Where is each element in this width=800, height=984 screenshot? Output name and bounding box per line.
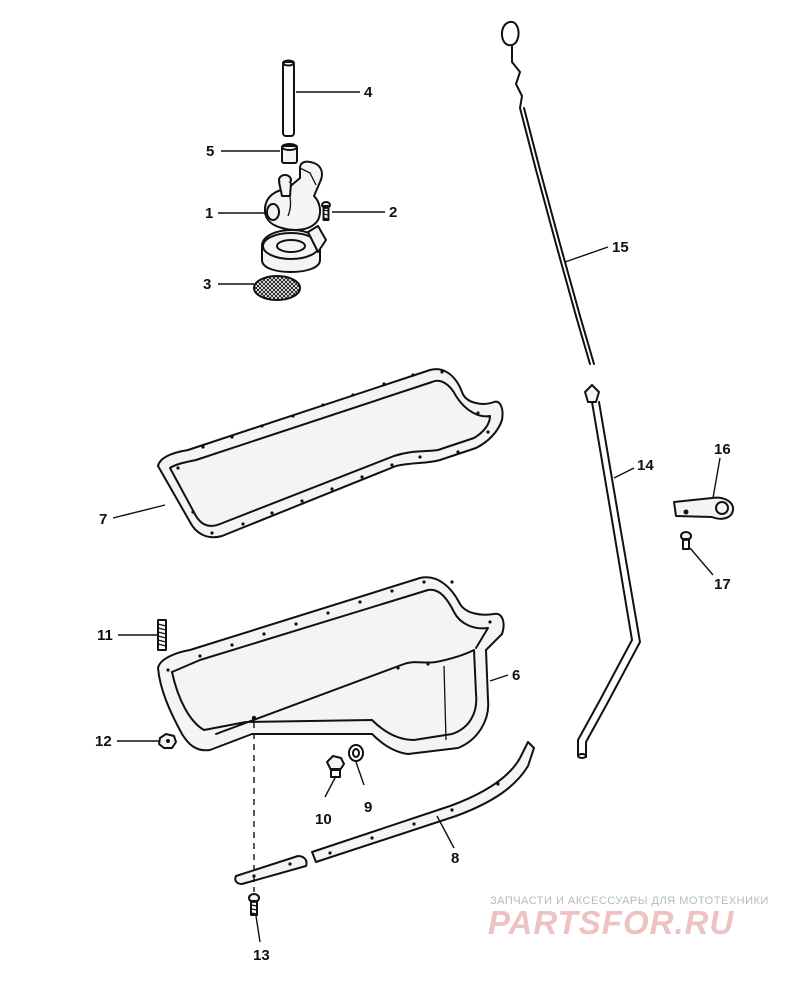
bracket-screw <box>680 531 692 550</box>
callout-17: 17 <box>714 576 731 593</box>
dipstick <box>501 20 595 365</box>
callout-11: 11 <box>97 627 113 644</box>
seal-screw <box>248 893 260 916</box>
dipstick-tube <box>577 384 641 759</box>
callout-12: 12 <box>95 733 112 750</box>
side-gasket-upper <box>157 368 504 539</box>
watermark-logo: PARTSFOR.RU <box>488 904 734 941</box>
callout-16: 16 <box>714 441 731 458</box>
callout-4: 4 <box>364 84 373 101</box>
pan-stud <box>157 619 167 651</box>
drain-plug-gasket <box>348 744 364 762</box>
tube-bracket <box>673 496 735 520</box>
callout-1: 1 <box>205 205 213 222</box>
oil-pump <box>261 160 327 273</box>
rear-main-seal <box>234 741 535 885</box>
leader-lines <box>112 91 721 943</box>
callout-13: 13 <box>253 947 270 964</box>
callout-6: 6 <box>512 667 520 684</box>
callout-14: 14 <box>637 457 654 474</box>
drain-plug <box>326 755 345 778</box>
callout-15: 15 <box>612 239 629 256</box>
pickup-screen <box>253 275 301 301</box>
watermark-tagline: ЗАПЧАСТИ И АКСЕССУАРЫ ДЛЯ МОТОТЕХНИКИ <box>490 895 769 907</box>
watermark: ЗАПЧАСТИ И АКСЕССУАРЫ ДЛЯ МОТОТЕХНИКИ PA… <box>488 895 769 941</box>
shaft-retainer <box>281 143 298 164</box>
pump-screw <box>321 201 331 221</box>
callout-8: 8 <box>451 850 459 867</box>
callout-numbers: 4 5 1 2 3 15 14 16 17 7 11 12 6 10 9 8 1… <box>95 84 731 964</box>
callout-2: 2 <box>389 204 397 221</box>
callout-10: 10 <box>315 811 332 828</box>
oil-pan <box>157 576 505 755</box>
callout-5: 5 <box>206 143 214 160</box>
callout-9: 9 <box>364 799 372 816</box>
pump-shaft <box>282 59 295 137</box>
callout-7: 7 <box>99 511 107 528</box>
callout-3: 3 <box>203 276 211 293</box>
pan-nut <box>158 733 177 749</box>
